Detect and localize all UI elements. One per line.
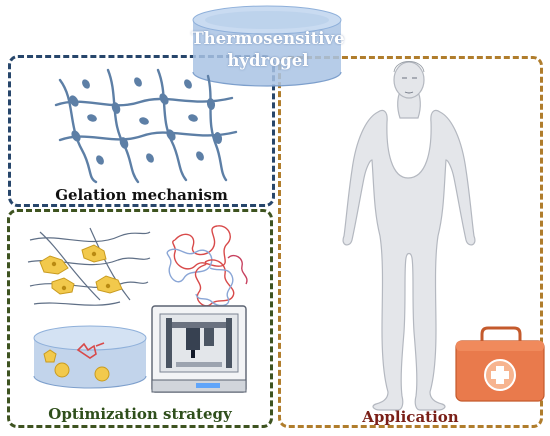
title-line-1: Thermosensitive	[191, 29, 345, 48]
human-body-icon	[342, 61, 476, 411]
optimization-strategy-label: Optimization strategy	[48, 405, 232, 423]
gelation-panel	[8, 55, 275, 207]
cell-culture-dish-icon	[33, 325, 147, 389]
cells-in-fibers-icon	[27, 227, 151, 306]
application-label: Application	[362, 408, 459, 426]
title-line-2: hydrogel	[227, 51, 309, 70]
first-aid-kit-icon	[455, 326, 545, 402]
hydrogel-title: Thermosensitive hydrogel	[188, 28, 348, 72]
application-panel	[278, 56, 543, 428]
crosslink-nodes	[69, 77, 223, 165]
3d-bioprinter-icon	[151, 305, 247, 393]
gelation-mechanism-label: Gelation mechanism	[55, 186, 228, 204]
polymer-network-icon	[54, 68, 238, 184]
human-face-details	[393, 61, 425, 94]
optimization-panel	[7, 209, 273, 428]
tangled-polymer-chains-icon	[166, 225, 248, 307]
hydrogel-dish-icon	[192, 5, 342, 87]
